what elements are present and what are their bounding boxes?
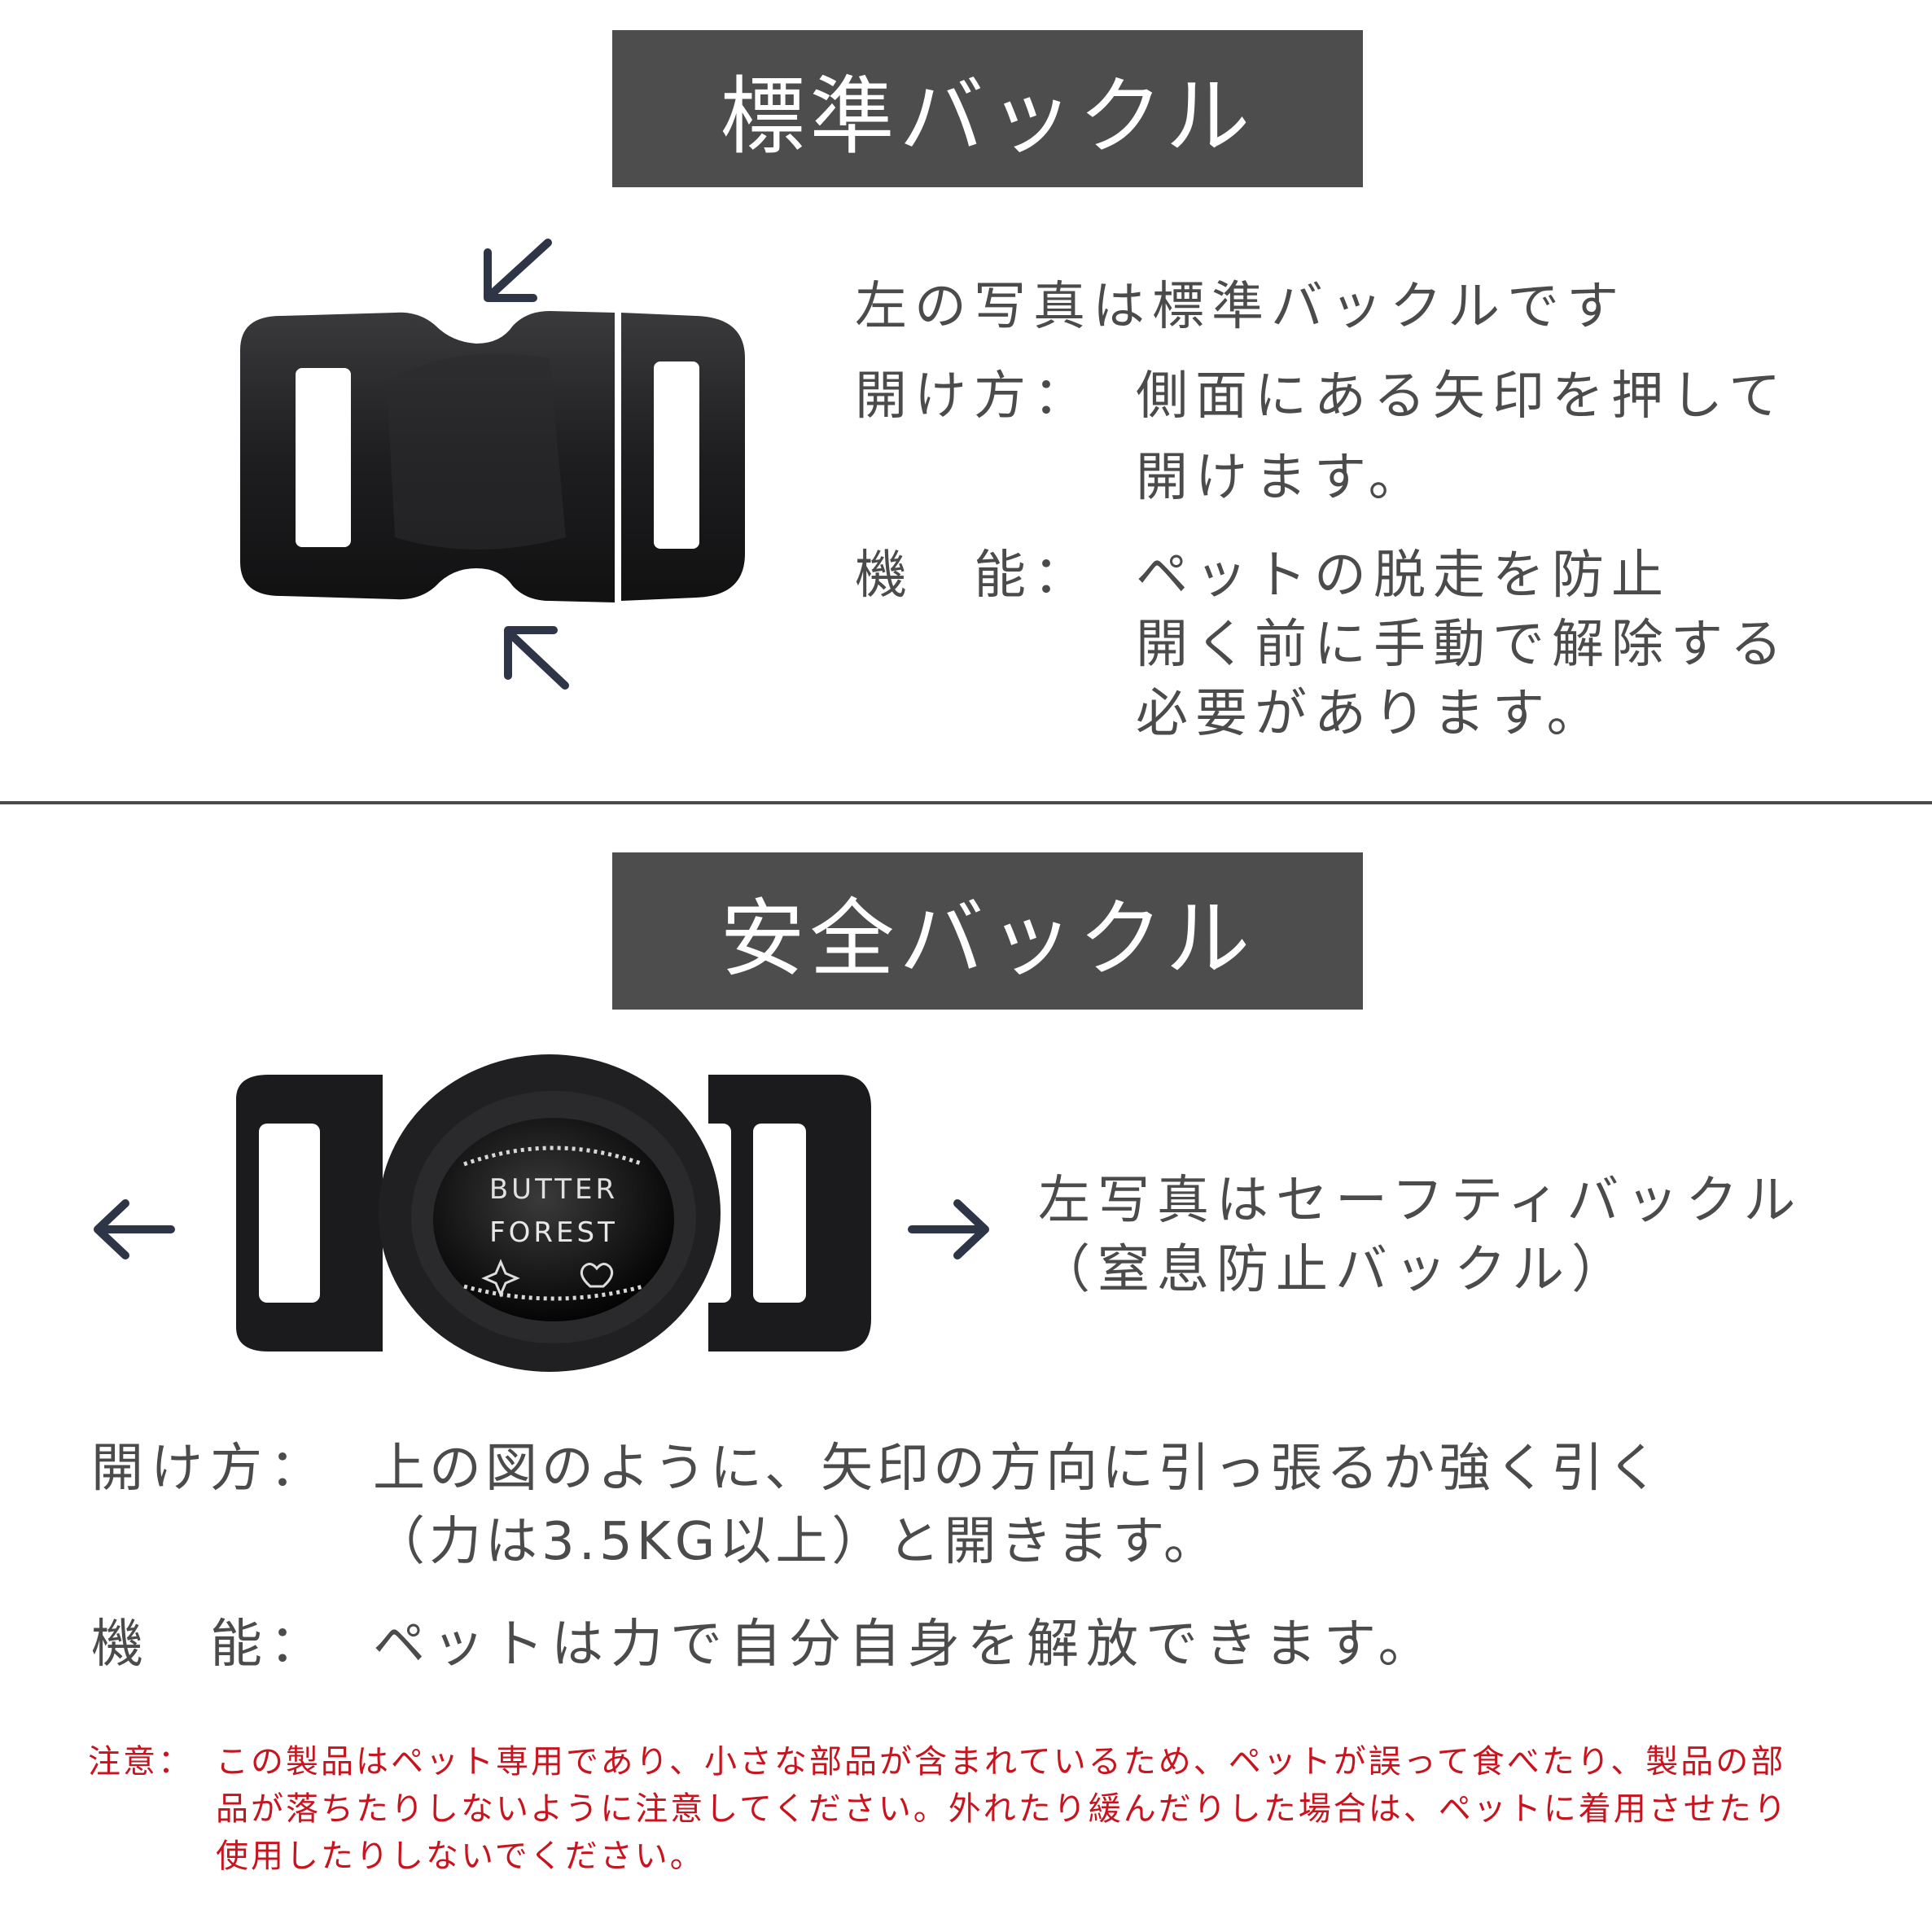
safety-caption-line-2: （窒息防止バックル）	[1038, 1240, 1632, 1300]
arrow-press-bottom-icon	[504, 626, 569, 690]
safety-caption-line-1: 左写真はセーフティバックル	[1038, 1171, 1803, 1231]
safety-open-line-1: 上の図のように、矢印の方向に引っ張るか強く引く	[373, 1439, 1664, 1499]
standard-intro: 左の写真は標準バックルです	[855, 277, 1627, 337]
safety-open-line-2: （力は3.5KG以上）と開きます。	[373, 1512, 1220, 1572]
standard-open-line-1: 側面にある矢印を押して	[1136, 366, 1789, 427]
standard-function-line-2: 開く前に手動で解除する	[1136, 615, 1790, 675]
standard-buckle-heading: 標準バックル	[612, 30, 1363, 187]
safety-buckle-photo: BUTTER FOREST	[236, 1054, 871, 1372]
standard-function-line-1: ペットの脱走を防止	[1136, 545, 1671, 606]
standard-open-line-2: 開けます。	[1136, 448, 1428, 508]
notice-label: 注意：	[88, 1743, 193, 1781]
notice-line-1: この製品はペット専用であり、小さな部品が含まれているため、ペットが誤って食べたり…	[216, 1743, 1786, 1781]
arrow-press-top-icon	[484, 239, 552, 302]
standard-open-label: 開け方：	[855, 366, 1093, 427]
section-divider	[0, 801, 1932, 804]
safety-buckle-heading: 安全バックル	[612, 852, 1363, 1010]
safety-function-label: 機 能：	[91, 1614, 329, 1675]
arrow-pull-left-icon	[94, 1199, 175, 1260]
badge-text-butter: BUTTER	[489, 1173, 618, 1206]
standard-function-label: 機 能：	[855, 545, 1093, 606]
safety-function-text: ペットは力で自分自身を解放できます。	[373, 1614, 1438, 1675]
standard-buckle-photo	[240, 311, 745, 602]
badge-text-forest: FOREST	[489, 1216, 618, 1249]
standard-function-line-3: 必要があります。	[1136, 684, 1606, 744]
notice-line-3: 使用したりしないでください。	[216, 1838, 705, 1875]
notice-line-2: 品が落ちたりしないように注意してください。外れたり緩んだりした場合は、ペットに着…	[216, 1790, 1789, 1828]
arrow-pull-right-icon	[908, 1199, 989, 1260]
safety-open-label: 開け方：	[91, 1439, 329, 1499]
